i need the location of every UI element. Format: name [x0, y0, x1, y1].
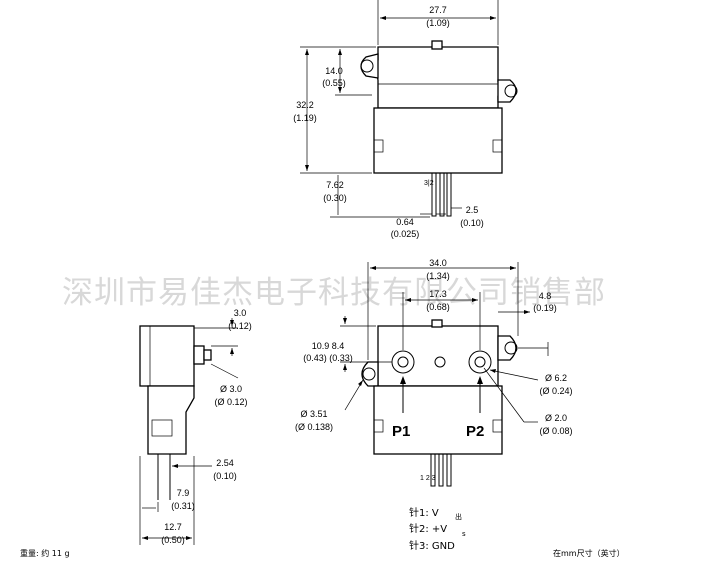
top-pitch-mm: 2.5: [466, 205, 479, 215]
watermark: 深圳市易佳杰电子科技有限公司销售部: [62, 275, 606, 311]
pin1-sub: 出: [455, 512, 462, 521]
side-depth-in: (0.50): [161, 535, 185, 545]
front-width-mm: 34.0: [429, 258, 447, 268]
side-body-upper: [139, 325, 195, 387]
front-port-d-mm: Ø 6.2: [545, 373, 567, 383]
pin2-text: 针2: +V: [409, 522, 447, 535]
front-left-ear: [361, 361, 379, 387]
side-nozzle-mm: Ø 3.0: [220, 384, 242, 394]
label-p2: P2: [466, 423, 484, 440]
side-nozzle-in: (Ø 0.12): [214, 397, 247, 407]
side-pitch-mm: 2.54: [216, 458, 234, 468]
top-pin-2: [439, 172, 445, 217]
weight-note: 重量: 约 11 g: [20, 548, 70, 558]
port-p1-bore: [397, 356, 409, 368]
side-top-mm: 3.0: [234, 308, 247, 318]
side-pinoff-in: (0.31): [171, 501, 195, 511]
top-height-in: (1.19): [293, 113, 317, 123]
side-flange: [139, 325, 151, 387]
pin1-text: 针1: V: [409, 506, 439, 519]
front-offsets-mm: 10.9 8.4: [312, 341, 345, 351]
side-top-in: (0.12): [228, 321, 252, 331]
front-ear-mm: 4.8: [539, 291, 552, 301]
label-p1: P1: [392, 423, 410, 440]
front-right-hole: [504, 341, 518, 355]
top-body-upper: [375, 46, 501, 109]
front-pitch-in: (0.68): [426, 302, 450, 312]
side-pitch-in: (0.10): [213, 471, 237, 481]
front-pitch-mm: 17.3: [429, 289, 447, 299]
top-right-ear-hole: [504, 84, 518, 98]
front-left-hole: [362, 367, 376, 381]
top-height-mm: 32.2: [296, 100, 314, 110]
units-note: 在mm尺寸（英寸）: [553, 548, 625, 558]
front-width-in: (1.34): [426, 271, 450, 281]
pin-legend: 针1: V 出 针2: +V s 针3: GND: [409, 506, 466, 552]
front-hole-mm: Ø 3.51: [300, 409, 327, 419]
front-slot-right: [492, 419, 503, 433]
front-tab: [431, 319, 443, 328]
top-left-ear-hole: [360, 59, 374, 73]
top-pin-numbers: 3|2: [424, 180, 434, 187]
front-offsets-in: (0.43) (0.33): [303, 353, 353, 363]
top-right-ear: [497, 79, 517, 103]
side-nozzle: [193, 345, 205, 365]
side-nozzle-tip: [203, 349, 212, 361]
top-left-ear: [360, 53, 379, 79]
front-hole-in: (Ø 0.138): [295, 422, 333, 432]
front-pin-numbers: 1 2 3: [420, 475, 436, 482]
pin3-text: 针3: GND: [409, 539, 455, 552]
side-latch: [151, 419, 173, 437]
top-pin-w-in: (0.025): [391, 229, 420, 239]
side-pinoff-mm: 7.9: [177, 488, 190, 498]
front-view: 1 2 3 P1 P2 34.0 (1.34) 17.3 (0.68) 4.8 …: [295, 258, 573, 487]
top-width-mm: 27.7: [429, 5, 447, 15]
top-pin-len-in: (0.30): [323, 193, 347, 203]
top-pin-w-mm: 0.64: [396, 217, 414, 227]
top-width-in: (1.09): [426, 18, 450, 28]
front-body-lower: [373, 385, 503, 455]
port-p2-bore: [474, 356, 486, 368]
front-pin-2: [438, 453, 444, 487]
center-boss: [434, 356, 446, 368]
port-p2: [468, 350, 492, 374]
top-pitch-in: (0.10): [460, 218, 484, 228]
top-slot-left: [373, 139, 384, 153]
top-view: 27.7 (1.09) 14.0 (0.55) 32.2 (1.19) 7.62…: [293, 0, 518, 239]
side-depth-mm: 12.7: [164, 522, 182, 532]
top-pin-3: [446, 172, 452, 217]
top-pin-1: [431, 172, 437, 217]
top-upper-in: (0.55): [322, 78, 346, 88]
front-port-d-in: (Ø 0.24): [539, 386, 572, 396]
front-pin-1: [430, 453, 436, 487]
top-slot-right: [492, 139, 503, 153]
front-right-ear: [497, 335, 517, 361]
front-slot-left: [373, 419, 384, 433]
front-bore-d-in: (Ø 0.08): [539, 426, 572, 436]
side-view: 3.0 (0.12) Ø 3.0 (Ø 0.12) 2.54 (0.10) 7.…: [139, 308, 252, 545]
front-pin-3: [446, 453, 452, 487]
front-ear-in: (0.19): [533, 303, 557, 313]
pin2-sub: s: [462, 530, 466, 538]
top-body-lower: [373, 107, 503, 174]
top-upper-mm: 14.0: [325, 66, 343, 76]
top-tab: [431, 40, 443, 50]
top-pin-len-mm: 7.62: [326, 180, 344, 190]
front-bore-d-mm: Ø 2.0: [545, 413, 567, 423]
